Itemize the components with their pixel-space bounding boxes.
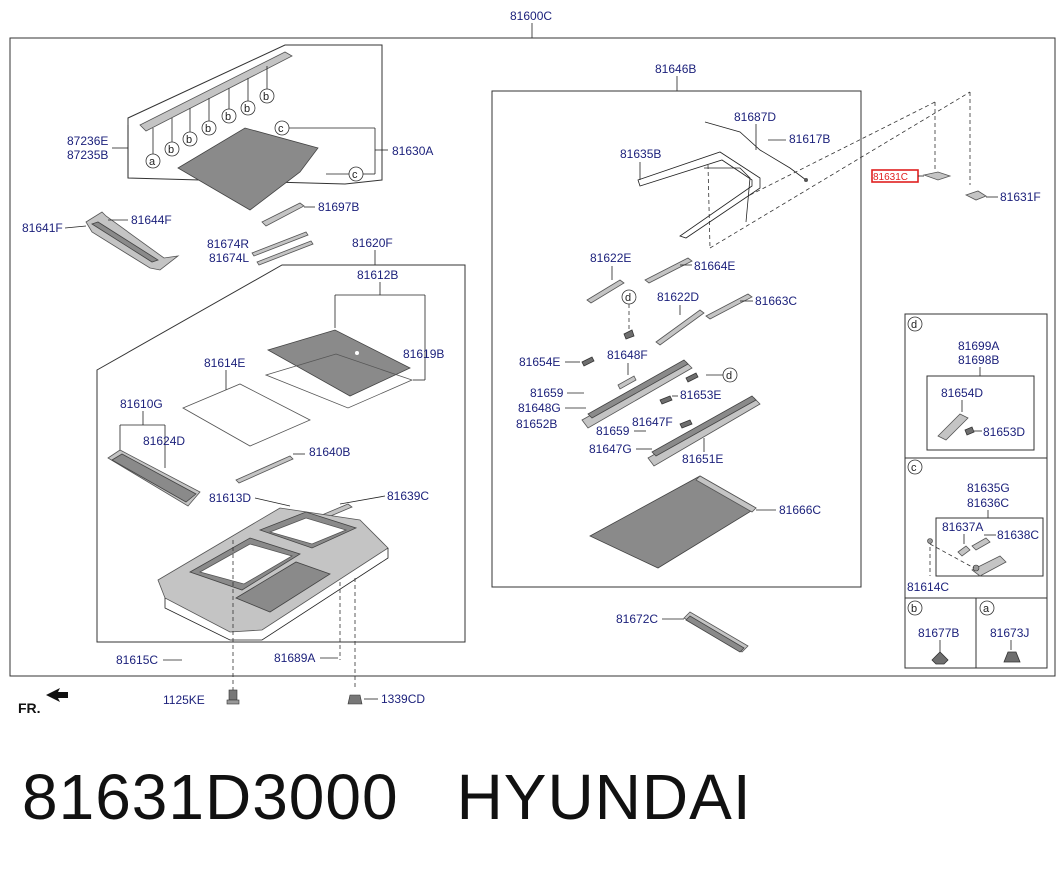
svg-text:b: b [186, 134, 192, 146]
label-1125KE: 1125KE [163, 693, 205, 707]
svg-text:b: b [225, 111, 231, 123]
label-81622D: 81622D [657, 290, 699, 304]
label-81666C: 81666C [779, 503, 821, 517]
label-81646B: 81646B [655, 62, 696, 76]
fastener-1339CD [347, 694, 363, 705]
label-81614E: 81614E [204, 356, 245, 370]
svg-text:a: a [983, 603, 990, 615]
label-81663C: 81663C [755, 294, 797, 308]
fastener-1125KE [226, 689, 240, 705]
svg-text:d: d [726, 370, 732, 382]
label-81674L: 81674L [209, 251, 249, 265]
label-81647G: 81647G [589, 442, 632, 456]
label-81674R: 81674R [207, 237, 249, 251]
label-81612B: 81612B [357, 268, 398, 282]
svg-text:d: d [625, 292, 631, 304]
label-81624D: 81624D [143, 434, 185, 448]
part-81630A-deflector [177, 127, 319, 211]
brand-name: HYUNDAI [456, 761, 752, 833]
svg-text:c: c [278, 123, 284, 135]
label-81610G: 81610G [120, 397, 163, 411]
label-81677B: 81677B [918, 626, 959, 640]
label-81699A: 81699A [958, 339, 999, 353]
part-81614E-seal [182, 383, 311, 447]
label-81639C: 81639C [387, 489, 429, 503]
part-81620F-frame [157, 507, 389, 641]
label-81659-b: 81659 [596, 424, 630, 438]
detail-panel-b: b 81677B [904, 597, 977, 669]
svg-text:c: c [911, 462, 917, 474]
label-81636C: 81636C [967, 496, 1009, 510]
label-81640B: 81640B [309, 445, 350, 459]
label-81635G: 81635G [967, 481, 1010, 495]
detail-panel-d: d 81699A 81698B 81654D 81653D [904, 313, 1048, 459]
label-81652B: 81652B [516, 417, 557, 431]
label-81631C: 81631C [873, 172, 908, 183]
label-81697B: 81697B [318, 200, 359, 214]
frame-group-box [96, 264, 466, 643]
label-81648G: 81648G [518, 401, 561, 415]
svg-text:c: c [352, 169, 358, 181]
label-1339CD: 1339CD [381, 692, 425, 706]
label-81672C: 81672C [616, 612, 658, 626]
front-direction-label: FR. [18, 700, 41, 716]
label-81641F: 81641F [22, 221, 63, 235]
label-81631F: 81631F [1000, 190, 1041, 204]
part-81641F [85, 211, 180, 271]
label-81600C: 81600C [510, 9, 552, 23]
label-81689A: 81689A [274, 651, 315, 665]
svg-text:b: b [911, 603, 917, 615]
svg-text:d: d [911, 319, 917, 331]
label-81638C: 81638C [997, 528, 1039, 542]
label-81651E: 81651E [682, 452, 723, 466]
outer-frame [9, 37, 1056, 677]
label-81673J: 81673J [990, 626, 1029, 640]
label-81659-a: 81659 [530, 386, 564, 400]
front-arrow-icon [46, 688, 68, 702]
label-81648F: 81648F [607, 348, 648, 362]
label-81630A: 81630A [392, 144, 433, 158]
part-footer: 81631D3000 HYUNDAI [22, 760, 752, 834]
label-81653D: 81653D [983, 425, 1025, 439]
label-81637A: 81637A [942, 520, 983, 534]
svg-text:b: b [244, 103, 250, 115]
svg-text:b: b [205, 123, 211, 135]
label-81617B: 81617B [789, 132, 830, 146]
part-81666C-shade [589, 475, 757, 569]
part-81612B-glass [266, 329, 411, 397]
label-81615C: 81615C [116, 653, 158, 667]
label-81647F: 81647F [632, 415, 673, 429]
label-81654E: 81654E [519, 355, 560, 369]
svg-text:b: b [263, 91, 269, 103]
label-81622E: 81622E [590, 251, 631, 265]
label-81613D: 81613D [209, 491, 251, 505]
label-81698B: 81698B [958, 353, 999, 367]
clip-81677B-icon [931, 651, 949, 665]
label-81635B: 81635B [620, 147, 661, 161]
detail-panel-c: c 81635G 81636C 81637A 81638C 81614C [904, 457, 1048, 599]
label-87235B: 87235B [67, 148, 108, 162]
label-81654D: 81654D [941, 386, 983, 400]
detail-panel-a: a 81673J [975, 597, 1048, 669]
label-81687D: 81687D [734, 110, 776, 124]
label-81619B: 81619B [403, 347, 444, 361]
label-81620F: 81620F [352, 236, 393, 250]
mechanism-group-box [491, 90, 862, 588]
label-81664E: 81664E [694, 259, 735, 273]
clip-81673J-icon [1003, 651, 1021, 663]
label-81644F: 81644F [131, 213, 172, 227]
svg-text:b: b [168, 144, 174, 156]
svg-text:a: a [149, 156, 156, 168]
bubble-row-top: a b b b b b b [145, 66, 275, 169]
label-81653E: 81653E [680, 388, 721, 402]
part-number: 81631D3000 [22, 761, 399, 833]
label-87236E: 87236E [67, 134, 108, 148]
label-81614C: 81614C [907, 580, 949, 594]
